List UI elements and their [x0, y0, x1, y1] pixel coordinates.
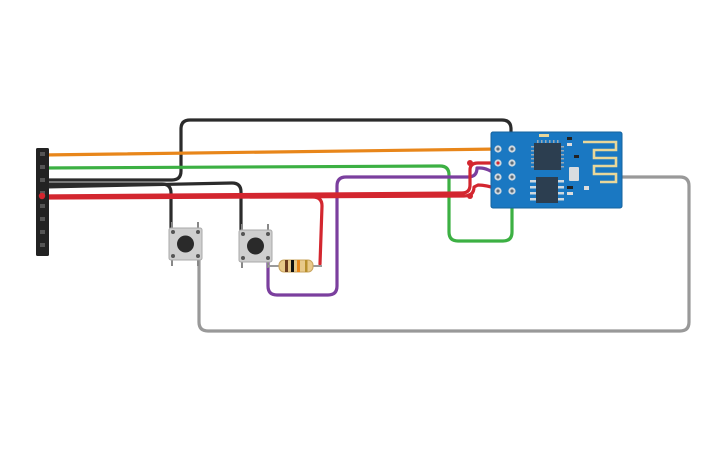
push-button-1[interactable]	[168, 222, 203, 266]
resistor-band	[291, 260, 294, 272]
module-pins	[494, 145, 516, 195]
resistor[interactable]	[268, 259, 322, 273]
smd-component	[539, 134, 549, 137]
wire-gray[interactable]	[197, 175, 691, 333]
wire-black-top[interactable]	[40, 118, 513, 182]
header-pin-active	[38, 192, 46, 200]
button-corner	[196, 230, 200, 234]
resistor-icon	[278, 259, 314, 273]
button-corner	[241, 232, 245, 236]
button-corner	[266, 256, 270, 260]
smd-component	[567, 143, 572, 146]
chip-pins	[531, 140, 564, 168]
wire-black-button-2[interactable]	[40, 181, 243, 232]
resistor-band	[285, 260, 288, 272]
smd-component	[567, 137, 572, 140]
wire-purple[interactable]	[266, 166, 500, 297]
header-strip-icon	[36, 148, 49, 256]
button-corner	[171, 230, 175, 234]
esp8266-module[interactable]	[490, 131, 623, 209]
wire-orange[interactable]	[40, 147, 502, 157]
button-corner	[266, 232, 270, 236]
smd-component	[567, 186, 573, 189]
button-cap[interactable]	[247, 237, 264, 255]
crystal-icon	[569, 167, 579, 181]
smd-component	[567, 192, 573, 195]
button-corner	[241, 256, 245, 260]
button-corner	[171, 254, 175, 258]
pin-header[interactable]	[36, 148, 49, 256]
chip-icon	[534, 143, 561, 170]
wire-green[interactable]	[40, 164, 514, 243]
wire-black-button-1[interactable]	[40, 182, 173, 230]
wire-red-main[interactable]	[40, 161, 500, 198]
wire-red-junction	[467, 193, 473, 199]
smd-component	[574, 155, 579, 158]
flash-chip-pins	[530, 180, 564, 201]
flash-chip-icon	[536, 177, 558, 203]
wire-red-junction	[467, 160, 473, 166]
push-button-2[interactable]	[238, 224, 273, 268]
button-corner	[196, 254, 200, 258]
resistor-band	[297, 260, 300, 272]
smd-component	[584, 186, 589, 190]
button-cap[interactable]	[177, 235, 194, 253]
resistor-band	[305, 260, 308, 272]
antenna-trace-icon	[583, 140, 618, 184]
